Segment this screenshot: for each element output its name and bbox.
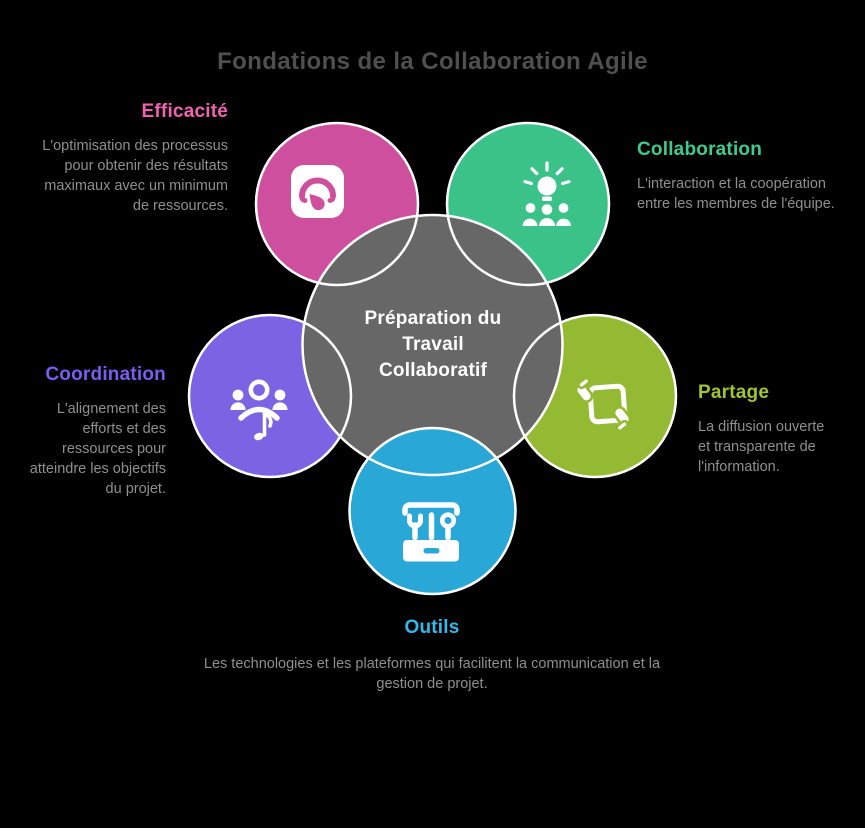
partage-circle-outline [512, 313, 678, 479]
choir-icon [230, 379, 288, 441]
outils-circle-outline [348, 426, 517, 596]
efficacite-circle-outline [254, 121, 420, 287]
section-collaboration: Collaboration L'interaction et la coopér… [637, 139, 842, 214]
section-partage-heading: Partage [698, 382, 770, 403]
section-coordination-description: L'alignement des efforts et des ressourc… [29, 401, 166, 497]
toolbox-icon [402, 502, 460, 562]
center-circle-label: Préparation du Travail Collaboratif [364, 308, 502, 381]
page-title: Fondations de la Collaboration Agile [217, 48, 648, 75]
section-outils-description: Les technologies et les plateformes qui … [203, 656, 661, 692]
gauge-icon [291, 165, 344, 218]
coordination-circle-outline [187, 313, 353, 479]
section-collaboration-heading: Collaboration [637, 139, 763, 160]
section-outils: Outils Les technologies et les plateform… [197, 617, 667, 694]
section-collaboration-description: L'interaction et la coopération entre le… [637, 176, 835, 212]
section-efficacite-description: L'optimisation des processus pour obteni… [42, 138, 228, 214]
section-coordination: Coordination L'alignement des efforts et… [26, 364, 166, 499]
team-idea-icon [522, 161, 571, 226]
section-efficacite-heading: Efficacité [141, 101, 228, 122]
section-efficacite: Efficacité L'optimisation des processus … [36, 101, 228, 216]
center-circle-outline [301, 213, 564, 477]
collaboration-circle-outline [445, 121, 611, 287]
share-document-icon [574, 376, 632, 433]
circle-outlines [187, 121, 678, 596]
section-partage: Partage La diffusion ouverte et transpar… [698, 382, 833, 477]
section-partage-description: La diffusion ouverte et transparente de … [698, 419, 825, 475]
section-outils-heading: Outils [404, 617, 460, 638]
section-coordination-heading: Coordination [45, 364, 166, 385]
